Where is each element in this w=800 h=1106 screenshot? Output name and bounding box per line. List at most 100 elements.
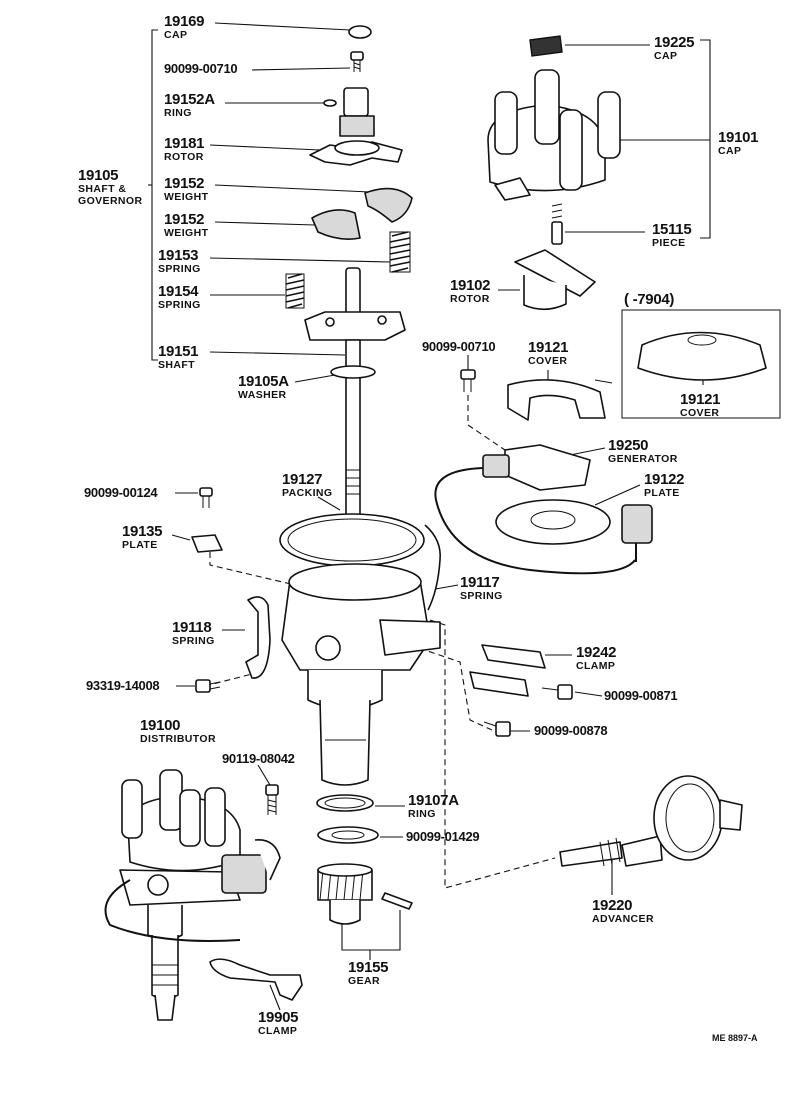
part-number: 19105 — [78, 167, 119, 184]
label-19121: 19121 COVER — [528, 339, 569, 367]
label-19151: 19151 SHAFT — [158, 343, 199, 371]
part-number: 19153 — [158, 247, 199, 264]
part-number: 19117 — [460, 574, 500, 591]
rotor-19181 — [309, 87, 403, 166]
plate-19122 — [495, 499, 653, 562]
label-19250: 19250 GENERATOR — [608, 438, 678, 465]
label-19155: 19155 GEAR — [348, 959, 389, 987]
label-19153: 19153 SPRING — [158, 248, 201, 275]
part-number: 90099-01429 — [406, 829, 480, 844]
label-19101: 19101 CAP — [718, 130, 759, 157]
part-name: ROTOR — [164, 151, 204, 163]
part-number: 19118 — [172, 619, 212, 636]
part-number: 19169 — [164, 13, 205, 30]
label-90099-00710-b: 90099-00710 — [422, 339, 496, 354]
part-number: 19242 — [576, 644, 617, 661]
label-19105: 19105 SHAFT & GOVERNOR — [78, 168, 142, 206]
label-93319-14008: 93319-14008 — [86, 678, 160, 693]
part-name: WEIGHT — [164, 227, 209, 239]
label-19122: 19122 PLATE — [644, 471, 685, 499]
label-19107A: 19107A RING — [408, 793, 459, 820]
part-number: 19121 — [680, 391, 721, 408]
part-number: 19105A — [238, 373, 289, 390]
label-19135: 19135 PLATE — [122, 524, 163, 551]
cap-19225 — [529, 35, 563, 57]
part-name: RING — [408, 808, 436, 820]
washer-19105A — [330, 365, 376, 379]
part-name: CLAMP — [576, 660, 616, 672]
label-19121-variant: 19121 COVER — [680, 391, 721, 419]
variant-range: ( -7904) — [624, 291, 675, 308]
part-number: 90119-08042 — [222, 751, 295, 766]
spring-19118 — [245, 596, 271, 679]
part-name: SPRING — [172, 635, 215, 647]
part-name: SPRING — [158, 299, 201, 311]
label-19152A: 19152A RING — [164, 92, 215, 119]
bracket-19105 — [151, 29, 158, 361]
generator-19250 — [434, 444, 636, 575]
label-90099-00871: 90099-00871 — [604, 688, 678, 703]
shaft-19151 — [304, 267, 406, 571]
part-name-line1: SHAFT & — [78, 183, 127, 195]
part-name: PACKING — [282, 487, 333, 499]
part-name-line2: GOVERNOR — [78, 194, 143, 207]
part-number: 19100 — [140, 717, 181, 734]
part-name: PLATE — [122, 539, 158, 551]
part-name: SPRING — [158, 263, 201, 275]
part-number: 19107A — [408, 792, 459, 809]
screw-90099-00878 — [483, 721, 511, 737]
label-90119-08042: 90119-08042 — [222, 752, 295, 765]
part-number: 90099-00710 — [164, 61, 238, 76]
part-number: 93319-14008 — [86, 678, 160, 693]
part-name: WASHER — [238, 389, 287, 401]
part-number: 15115 — [652, 221, 692, 238]
part-name: PLATE — [644, 487, 680, 499]
part-name: CLAMP — [258, 1025, 298, 1037]
gear-19155 — [317, 863, 413, 925]
part-number: 19181 — [164, 135, 205, 152]
part-name: COVER — [528, 355, 568, 367]
part-name: ROTOR — [450, 293, 490, 305]
part-number: 19154 — [158, 283, 199, 300]
label-90099-01429: 90099-01429 — [406, 829, 480, 844]
washer-90099-01429 — [317, 826, 379, 844]
part-number: 19152 — [164, 175, 205, 192]
part-number: 90099-00124 — [84, 485, 158, 500]
part-name: DISTRIBUTOR — [140, 733, 216, 745]
part-number: 90099-00871 — [604, 688, 678, 703]
part-number: 19151 — [158, 343, 199, 360]
screw-90099-00871 — [541, 684, 573, 700]
part-number: 19152 — [164, 211, 205, 228]
piece-15115 — [551, 203, 563, 245]
part-name: WEIGHT — [164, 191, 209, 203]
label-19225: 19225 CAP — [654, 35, 695, 62]
cap-19169 — [348, 25, 372, 39]
part-number: 19155 — [348, 959, 389, 976]
part-number: 90099-00710 — [422, 339, 496, 354]
part-name: GEAR — [348, 975, 380, 987]
label-19102: 19102 ROTOR — [450, 278, 491, 305]
part-name: GENERATOR — [608, 453, 678, 465]
rotor-19102 — [514, 249, 596, 311]
part-number: 90099-00878 — [534, 723, 608, 738]
label-7904: ( -7904) — [624, 292, 674, 307]
packing-19127 — [279, 513, 425, 567]
distributor-19100-assembly — [104, 769, 281, 1021]
part-number: 19122 — [644, 471, 685, 488]
screw-90099-00710 — [350, 51, 364, 72]
part-number: 19127 — [282, 471, 323, 488]
part-number: 19121 — [528, 339, 569, 356]
part-name: COVER — [680, 407, 720, 419]
part-name: ADVANCER — [592, 913, 654, 925]
screw-90099-00710-b — [460, 369, 476, 392]
label-19220: 19220 ADVANCER — [592, 898, 654, 925]
part-name: PIECE — [652, 237, 686, 249]
distributor-cap-19101 — [487, 69, 621, 201]
part-name: RING — [164, 107, 192, 119]
label-19152-b: 19152 WEIGHT — [164, 212, 208, 239]
label-19118: 19118 SPRING — [172, 620, 215, 647]
part-number: 19250 — [608, 437, 649, 454]
bolt-90119-08042 — [265, 784, 279, 815]
